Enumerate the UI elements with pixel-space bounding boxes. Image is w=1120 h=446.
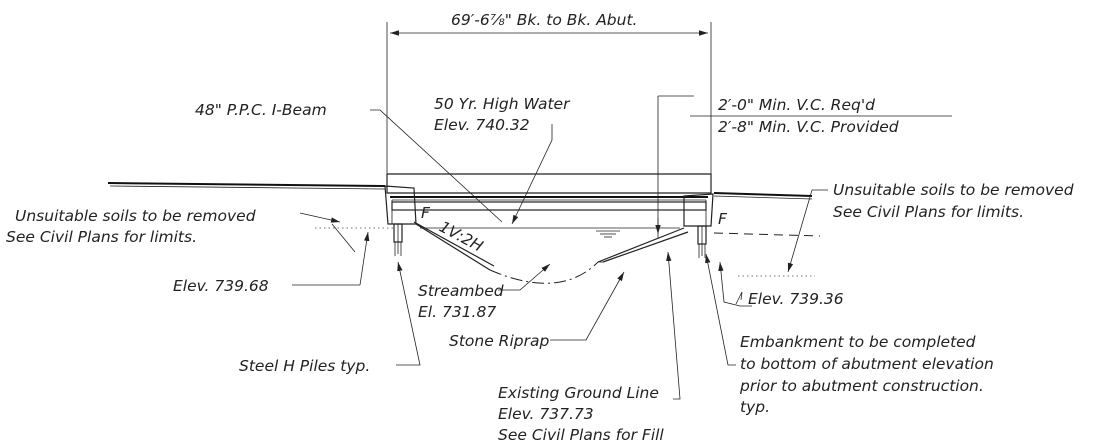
left-piles <box>393 223 403 256</box>
span-label: 69′-6⅞" Bk. to Bk. Abut. <box>451 11 637 29</box>
embankment-label-1: Embankment to be completed <box>740 333 976 351</box>
piles-label: Steel H Piles typ. <box>239 357 370 375</box>
unsuitable-left-label-1: Unsuitable soils to be removed <box>15 207 256 225</box>
unsuitable-left-label-2: See Civil Plans for limits. <box>6 228 197 246</box>
slope-label: 1V:2H <box>436 218 486 256</box>
leaders <box>292 109 828 400</box>
egl-label-3: See Civil Plans for Fill <box>498 426 664 444</box>
left-abutment <box>384 185 417 225</box>
streambed-label: Streambed <box>418 282 504 300</box>
embankment-label-3: prior to abutment construction. <box>739 377 984 395</box>
unsuitable-right-label-2: See Civil Plans for limits. <box>833 203 1024 221</box>
unsuitable-right-label-1: Unsuitable soils to be removed <box>833 181 1074 199</box>
existing-ground <box>107 182 821 277</box>
high-water-elev-label: Elev. 740.32 <box>434 116 530 134</box>
vc-required-label: 2′-0" Min. V.C. Req'd <box>718 96 875 114</box>
fill-left-label: F <box>421 204 431 222</box>
riprap-label: Stone Riprap <box>449 332 549 350</box>
fill-right-label: F <box>718 210 728 228</box>
egl-label-1: Existing Ground Line <box>498 384 659 402</box>
high-water-label: 50 Yr. High Water <box>434 95 571 113</box>
vc-provided-label: 2′-8" Min. V.C. Provided <box>718 118 899 136</box>
span-dimension: 69′-6⅞" Bk. to Bk. Abut. <box>386 11 712 192</box>
egl-label-2: Elev. 737.73 <box>498 405 594 423</box>
right-abutment <box>683 193 714 227</box>
channel-section: 1V:2H F F <box>413 204 728 284</box>
beam-label: 48" P.P.C. I-Beam <box>195 101 327 119</box>
elev-right-label: Elev. 739.36 <box>748 290 844 308</box>
high-water <box>420 227 680 238</box>
right-piles <box>697 225 707 258</box>
embankment-label-2: to bottom of abutment elevation <box>740 355 994 373</box>
elev-left-label: Elev. 739.68 <box>173 277 269 295</box>
streambed-elev-label: El. 731.87 <box>418 303 496 321</box>
vertical-clearance <box>655 95 952 238</box>
embankment-label-4: typ. <box>740 398 770 416</box>
superstructure <box>386 173 712 211</box>
